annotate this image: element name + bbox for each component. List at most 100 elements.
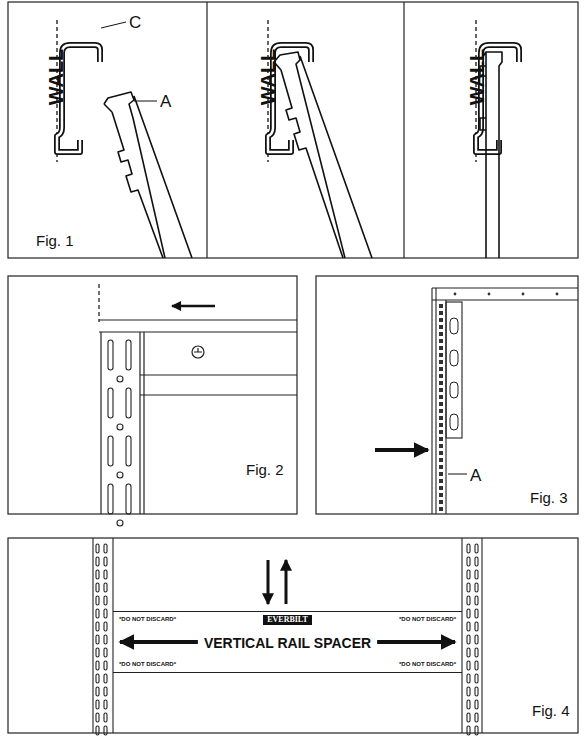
rail-slot bbox=[96, 596, 99, 605]
rail-slot bbox=[108, 436, 113, 466]
rail-slot bbox=[467, 570, 470, 579]
figure-number: Fig. 2 bbox=[246, 462, 284, 477]
rail-slot bbox=[467, 557, 470, 566]
rail-slot bbox=[439, 500, 443, 504]
rail-slot bbox=[126, 340, 131, 370]
notice-text: *DO NOT DISCARD* bbox=[119, 661, 176, 667]
rail-slot bbox=[96, 583, 99, 592]
rail-slot bbox=[475, 557, 478, 566]
rail-slot bbox=[439, 395, 443, 399]
rail-slot bbox=[450, 382, 458, 398]
rail-slot bbox=[475, 726, 478, 735]
rail-slot bbox=[475, 544, 478, 553]
rail-slot bbox=[108, 484, 113, 514]
rail-slot bbox=[104, 557, 107, 566]
rail-slot bbox=[467, 700, 470, 709]
rail-slot bbox=[117, 520, 123, 526]
rail-slot bbox=[104, 661, 107, 670]
rail-slot bbox=[454, 293, 457, 296]
rail-slot bbox=[439, 381, 443, 385]
rail-slot bbox=[439, 486, 443, 490]
rail-slot bbox=[467, 713, 470, 722]
callout-letter: C bbox=[129, 14, 141, 31]
rail-slot bbox=[467, 674, 470, 683]
rail-slot bbox=[126, 484, 131, 514]
notice-text: *DO NOT DISCARD* bbox=[399, 661, 456, 667]
rail-slot bbox=[467, 622, 470, 631]
rail-slot bbox=[450, 414, 458, 430]
rail-slot bbox=[439, 479, 443, 483]
rail-slot bbox=[439, 402, 443, 406]
rail-slot bbox=[439, 493, 443, 497]
rail-slot bbox=[475, 700, 478, 709]
rail-slot bbox=[439, 423, 443, 427]
rail-slot bbox=[108, 340, 113, 370]
rail-slot bbox=[439, 444, 443, 448]
rail-slot bbox=[104, 609, 107, 618]
rail-slot bbox=[439, 409, 443, 413]
rail-slot bbox=[96, 726, 99, 735]
figure-number: Fig. 3 bbox=[530, 490, 568, 505]
rail-slot bbox=[439, 325, 443, 329]
rail-slot bbox=[104, 635, 107, 644]
rail-slot bbox=[439, 388, 443, 392]
rail-slot bbox=[104, 583, 107, 592]
rail-slot bbox=[450, 350, 458, 366]
rail-slot bbox=[488, 293, 491, 296]
rail-slot bbox=[126, 388, 131, 418]
rail-slot bbox=[104, 700, 107, 709]
rail-slot bbox=[439, 437, 443, 441]
rail-slot bbox=[96, 713, 99, 722]
rail-slot bbox=[104, 713, 107, 722]
rail-slot bbox=[96, 648, 99, 657]
rail-slot bbox=[475, 583, 478, 592]
rail-slot bbox=[439, 311, 443, 315]
rail-slot bbox=[475, 596, 478, 605]
rail-slot bbox=[439, 353, 443, 357]
wall-label: WALL bbox=[46, 48, 66, 105]
rail-slot bbox=[439, 451, 443, 455]
rail-slot bbox=[104, 726, 107, 735]
rail-slot bbox=[475, 648, 478, 657]
rail-slot bbox=[439, 507, 443, 511]
rail-slot bbox=[475, 609, 478, 618]
rail-slot bbox=[475, 674, 478, 683]
rail-slot bbox=[96, 609, 99, 618]
rail-slot bbox=[104, 687, 107, 696]
rail-slot bbox=[439, 458, 443, 462]
rail-slot bbox=[439, 304, 443, 308]
rail-slot bbox=[117, 376, 123, 382]
rail-slot bbox=[126, 436, 131, 466]
rail-slot bbox=[439, 416, 443, 420]
rail-slot bbox=[439, 465, 443, 469]
figure-number: Fig. 1 bbox=[36, 233, 74, 248]
rail-slot bbox=[475, 687, 478, 696]
figure-number: Fig. 4 bbox=[532, 703, 570, 718]
rail-slot bbox=[96, 622, 99, 631]
rail-slot bbox=[439, 318, 443, 322]
spacer-band: *DO NOT DISCARD* EVERBILT *DO NOT DISCARD*… bbox=[113, 611, 462, 673]
rail-slot bbox=[96, 557, 99, 566]
rail-slot bbox=[475, 622, 478, 631]
rail-slot bbox=[467, 596, 470, 605]
callout-letter: A bbox=[160, 93, 171, 110]
rail-slot bbox=[96, 700, 99, 709]
rail-slot bbox=[104, 622, 107, 631]
rail-slot bbox=[96, 661, 99, 670]
rail-slot bbox=[467, 609, 470, 618]
rail-slot bbox=[475, 635, 478, 644]
rail-slot bbox=[522, 293, 525, 296]
rail-slot bbox=[475, 713, 478, 722]
rail-slot bbox=[104, 596, 107, 605]
notice-text: *DO NOT DISCARD* bbox=[399, 616, 456, 622]
rail-slot bbox=[475, 570, 478, 579]
brand-badge: EVERBILT bbox=[263, 615, 312, 625]
rail-slot bbox=[467, 687, 470, 696]
rail-slot bbox=[439, 472, 443, 476]
rail-slot bbox=[96, 687, 99, 696]
rail-slot bbox=[439, 332, 443, 336]
rail-slot bbox=[467, 583, 470, 592]
rail-slot bbox=[467, 648, 470, 657]
rail-slot bbox=[439, 367, 443, 371]
